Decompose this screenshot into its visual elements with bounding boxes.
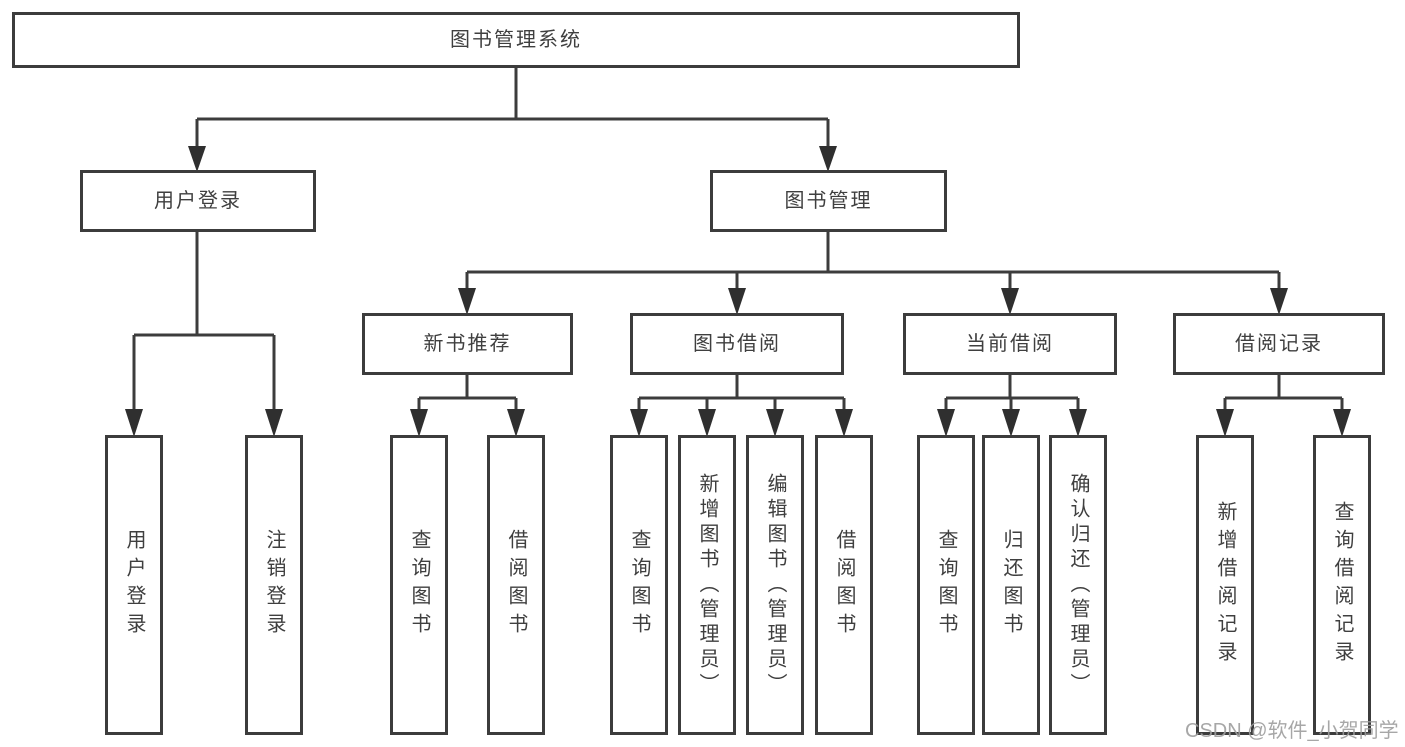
arrowhead-leaf-add-borrow-record — [1216, 409, 1234, 437]
arrowhead-leaf-logout — [265, 409, 283, 437]
leaf-query-borrow-record: 查询借阅记录 — [1313, 435, 1371, 735]
arrowhead-borrow-records — [1270, 288, 1288, 315]
arrowhead-book-borrow — [728, 288, 746, 315]
node-new-book-recommend: 新书推荐 — [362, 313, 573, 375]
arrowhead-leaf-user-login — [125, 409, 143, 437]
connector-borrow-records-group — [1223, 375, 1344, 412]
connector-root-to-level2 — [195, 68, 830, 150]
node-book-borrow: 图书借阅 — [630, 313, 844, 375]
leaf-return-book: 归还图书 — [982, 435, 1040, 735]
node-borrow-records: 借阅记录 — [1173, 313, 1385, 375]
arrowhead-leaf-query-books-2 — [630, 409, 648, 437]
arrowhead-leaf-query-books-1 — [410, 409, 428, 437]
arrowhead-leaf-edit-book — [766, 409, 784, 437]
leaf-add-borrow-record: 新增借阅记录 — [1196, 435, 1254, 735]
node-book-management: 图书管理 — [710, 170, 947, 232]
leaf-query-books-3: 查询图书 — [917, 435, 975, 735]
leaf-borrow-books-2: 借阅图书 — [815, 435, 873, 735]
arrowhead-leaf-borrow-books-2 — [835, 409, 853, 437]
connector-user-login-group — [132, 232, 276, 412]
arrowhead-leaf-confirm-return — [1069, 409, 1087, 437]
arrowhead-leaf-add-book — [698, 409, 716, 437]
arrowhead-leaf-borrow-books-1 — [507, 409, 525, 437]
arrowhead-current-borrow — [1001, 288, 1019, 315]
connector-current-borrow-group — [944, 375, 1080, 412]
arrowhead-book-management — [819, 146, 837, 172]
arrowhead-user-login — [188, 146, 206, 172]
csdn-watermark: CSDN @软件_小贺同学 — [1185, 720, 1399, 742]
leaf-borrow-books-1: 借阅图书 — [487, 435, 545, 735]
connector-new-book-recommend-group — [417, 375, 518, 412]
node-user-login: 用户登录 — [80, 170, 316, 232]
leaf-user-login: 用户登录 — [105, 435, 163, 735]
node-current-borrow: 当前借阅 — [903, 313, 1117, 375]
leaf-logout: 注销登录 — [245, 435, 303, 735]
arrowhead-new-book-recommend — [458, 288, 476, 315]
node-root: 图书管理系统 — [12, 12, 1020, 68]
leaf-edit-book-admin: 编辑图书（管理员） — [746, 435, 804, 735]
arrowhead-leaf-return-book — [1002, 409, 1020, 437]
connector-book-borrow-group — [637, 375, 846, 412]
leaf-confirm-return-admin: 确认归还（管理员） — [1049, 435, 1107, 735]
leaf-query-books-2: 查询图书 — [610, 435, 668, 735]
leaf-add-book-admin: 新增图书（管理员） — [678, 435, 736, 735]
connector-book-management-group — [465, 232, 1281, 292]
leaf-query-books-1: 查询图书 — [390, 435, 448, 735]
arrowhead-leaf-query-books-3 — [937, 409, 955, 437]
arrowhead-leaf-query-borrow-record — [1333, 409, 1351, 437]
